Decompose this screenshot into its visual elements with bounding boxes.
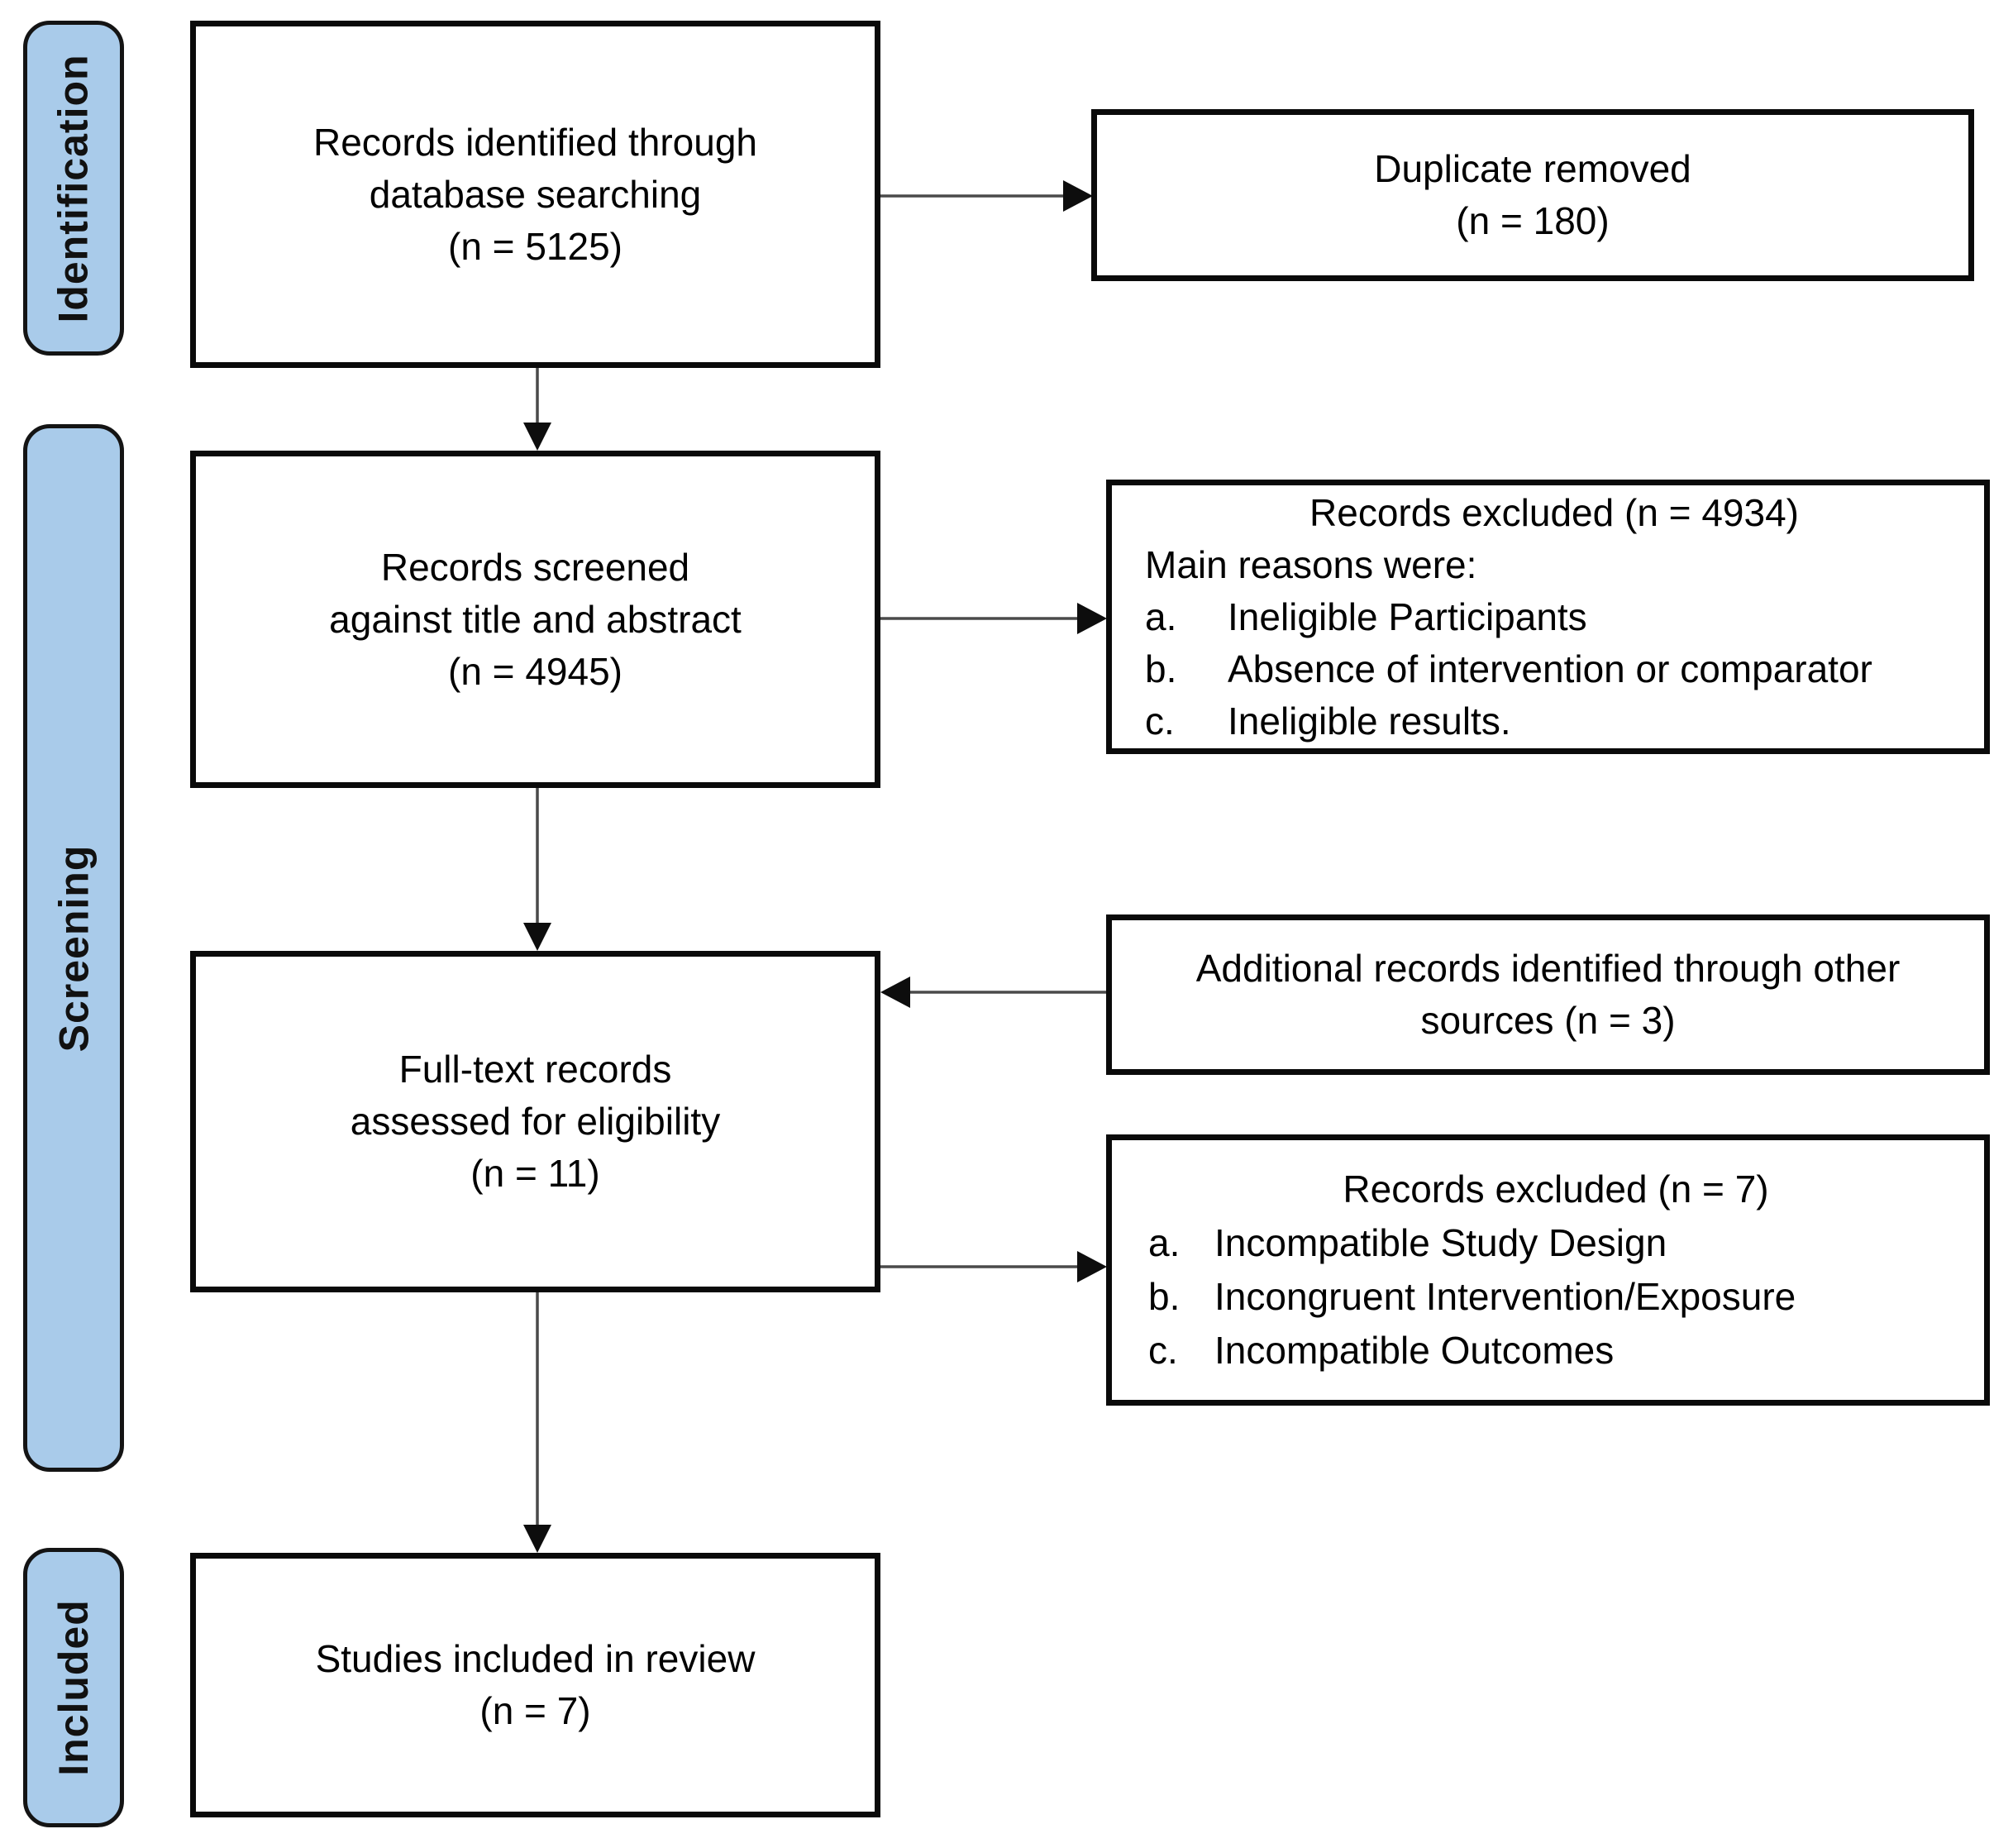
text-line: Duplicate removed — [1374, 147, 1691, 190]
arrow-fulltext-to-included — [523, 1292, 551, 1553]
list-text: Ineligible Participants — [1228, 595, 1587, 638]
list-marker: b. — [1148, 1275, 1181, 1318]
text-line: (n = 7) — [479, 1689, 591, 1732]
text-line: Records excluded (n = 4934) — [1309, 490, 1799, 534]
stage-label-included: Included — [50, 1599, 98, 1776]
list-item: b. Absence of intervention or comparator — [1145, 643, 1963, 695]
text-line: (n = 4945) — [448, 649, 623, 693]
arrow-screened-to-fulltext — [523, 788, 551, 951]
arrow-identified-to-screened — [523, 368, 551, 451]
text-line: Full-text records — [398, 1048, 672, 1091]
stage-label-identification: Identification — [50, 53, 98, 323]
text-line: (n = 11) — [470, 1152, 600, 1195]
text-line: Additional records identified through ot… — [1195, 947, 1901, 990]
list-item: a. Ineligible Participants — [1145, 591, 1963, 643]
list-text: Absence of intervention or comparator — [1228, 647, 1872, 690]
list-item: c. Incompatible Outcomes — [1148, 1324, 1963, 1378]
stage-tab-identification: Identification — [23, 21, 124, 356]
text-line: database searching — [369, 172, 702, 216]
list-marker: a. — [1145, 595, 1177, 638]
text-line: sources (n = 3) — [1420, 999, 1676, 1042]
arrow-screened-to-excluded — [880, 603, 1107, 634]
box-records-identified: Records identified through database sear… — [190, 21, 880, 368]
arrow-fulltext-to-excluded — [880, 1251, 1107, 1282]
text-line: Records screened — [380, 545, 690, 589]
text-line: Records identified through — [313, 120, 757, 164]
text-line: against title and abstract — [329, 597, 742, 641]
list-marker: a. — [1148, 1221, 1181, 1264]
text-line: Records excluded (n = 7) — [1343, 1168, 1769, 1211]
list-text: Incongruent Intervention/Exposure — [1214, 1275, 1796, 1318]
list-marker: c. — [1145, 699, 1175, 743]
list-text: Incompatible Outcomes — [1214, 1329, 1615, 1372]
box-records-excluded-screening: Records excluded (n = 4934) Main reasons… — [1106, 480, 1990, 754]
list-item: b. Incongruent Intervention/Exposure — [1148, 1270, 1963, 1324]
list-text: Incompatible Study Design — [1214, 1221, 1667, 1264]
list-marker: c. — [1148, 1329, 1178, 1372]
list-item: c. Ineligible results. — [1145, 695, 1963, 747]
stage-tab-included: Included — [23, 1548, 124, 1827]
box-additional-records: Additional records identified through ot… — [1106, 914, 1990, 1075]
box-fulltext-assessed: Full-text records assessed for eligibili… — [190, 951, 880, 1292]
stage-label-screening: Screening — [50, 844, 97, 1052]
box-records-excluded-fulltext: Records excluded (n = 7) a. Incompatible… — [1106, 1134, 1990, 1406]
box-records-screened: Records screened against title and abstr… — [190, 451, 880, 788]
text-line: Main reasons were: — [1145, 542, 1477, 586]
arrow-identified-to-duplicate — [880, 180, 1093, 212]
box-studies-included: Studies included in review (n = 7) — [190, 1553, 880, 1817]
text-line: Studies included in review — [315, 1637, 756, 1680]
arrow-additional-to-fulltext — [880, 977, 1106, 1008]
list-text: Ineligible results. — [1228, 699, 1511, 743]
list-item: a. Incompatible Study Design — [1148, 1216, 1963, 1270]
text-line: assessed for eligibility — [350, 1100, 721, 1143]
text-line: (n = 5125) — [448, 224, 623, 268]
stage-tab-screening: Screening — [23, 424, 124, 1472]
text-line: (n = 180) — [1456, 199, 1610, 242]
list-marker: b. — [1145, 647, 1177, 690]
box-duplicates-removed: Duplicate removed (n = 180) — [1091, 109, 1974, 281]
